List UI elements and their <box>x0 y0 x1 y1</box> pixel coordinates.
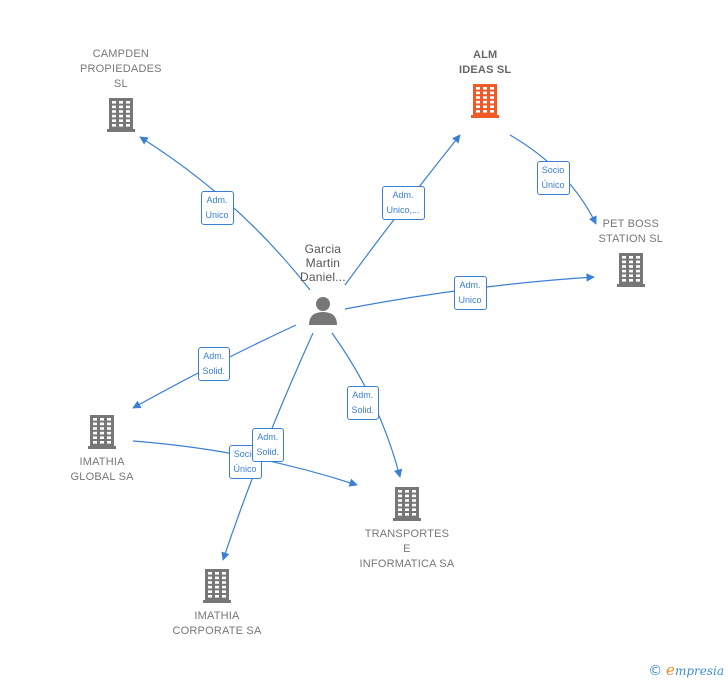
relationship-label-line: Adm. <box>392 190 414 200</box>
relationship-label-line: Solid. <box>202 366 226 376</box>
relationship-label[interactable]: Adm. Unico,... <box>381 186 425 220</box>
building-icon[interactable] <box>203 569 231 603</box>
node-label-line: Daniel... <box>300 270 346 284</box>
relationship-label[interactable]: Adm. Solid. <box>251 428 285 462</box>
node-label-line: CAMPDEN <box>92 48 150 60</box>
node-label[interactable]: IMATHIA GLOBAL SA <box>71 455 134 485</box>
relationship-label-line: Adm. <box>257 432 279 442</box>
building-icon[interactable] <box>617 253 645 287</box>
relationship-label[interactable]: Adm. Unico <box>453 276 487 310</box>
building-icon[interactable] <box>88 415 116 449</box>
node-label[interactable]: ALM IDEAS SL <box>459 48 511 78</box>
node-label-line: Martin <box>305 256 341 270</box>
relationship-label-line: Socio <box>233 449 257 459</box>
node-label-line: IMATHIA <box>194 610 240 622</box>
building-icon[interactable] <box>393 487 421 521</box>
relationship-label[interactable]: Adm. Unico <box>200 191 234 225</box>
relationship-label-line: Único <box>233 464 257 474</box>
relationship-label-line: Solid. <box>351 405 375 415</box>
copyright-notice: © empresia <box>648 661 724 679</box>
node-label-line: CORPORATE SA <box>172 625 262 637</box>
relationship-label-line: Adm. <box>352 390 374 400</box>
empresia-logo-text: mpresia <box>674 664 724 678</box>
relationship-label-line: Adm. <box>459 280 481 290</box>
node-label-line: ALM <box>472 49 498 61</box>
relationship-label-line: Unico <box>458 295 482 305</box>
node-label-line: IMATHIA <box>79 456 125 468</box>
building-icon[interactable] <box>471 84 499 118</box>
relationship-label[interactable]: Adm. Solid. <box>346 386 380 420</box>
node-label-line: Garcia <box>304 242 342 256</box>
relationship-label-line: Adm. <box>206 195 228 205</box>
relationship-label-line: Único <box>541 180 565 190</box>
relationship-label-line: Unico <box>205 210 229 220</box>
copyright-icon: © <box>648 663 663 679</box>
building-icon[interactable] <box>107 98 135 132</box>
node-label-line: E <box>403 543 411 555</box>
relationship-label-line: Adm. <box>203 351 225 361</box>
relationship-label-line: Unico,... <box>386 205 420 215</box>
node-label-line: STATION SL <box>598 233 664 245</box>
relationship-label[interactable]: Adm. Solid. <box>197 347 231 381</box>
node-label-line: SL <box>113 78 128 90</box>
node-label[interactable]: PET BOSS STATION SL <box>599 217 664 247</box>
node-label-line: PET BOSS <box>602 218 659 230</box>
empresia-logo-initial: e <box>666 661 675 679</box>
node-label-line: IDEAS SL <box>459 64 512 76</box>
node-label[interactable]: IMATHIA CORPORATE SA <box>173 609 262 639</box>
node-label[interactable]: CAMPDEN PROPIEDADES SL <box>80 47 162 92</box>
node-label-line: INFORMATICA SA <box>359 558 455 570</box>
person-icon[interactable] <box>309 297 337 325</box>
node-label-line: PROPIEDADES <box>80 63 162 75</box>
relationship-label-line: Solid. <box>256 447 280 457</box>
node-label-line: TRANSPORTES <box>364 528 450 540</box>
node-label-line: GLOBAL SA <box>70 471 134 483</box>
node-label[interactable]: TRANSPORTES E INFORMATICA SA <box>360 527 455 572</box>
relationship-label-line: Socio <box>541 165 565 175</box>
